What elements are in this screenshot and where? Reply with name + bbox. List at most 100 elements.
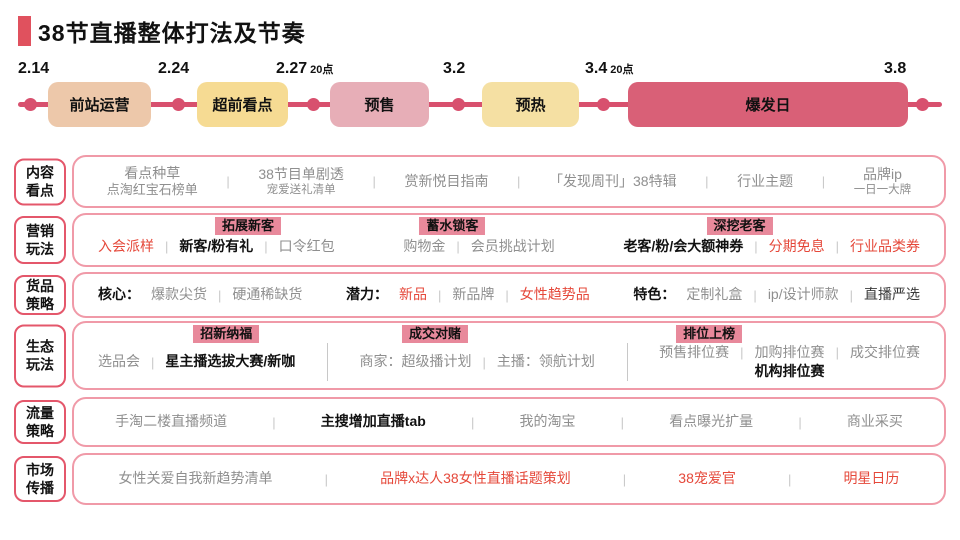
item-line: 特色： 定制礼盒 | ip/设计师款 | 直播严选 [633, 286, 920, 304]
item-group: 选品会|星主播选拔大赛/新咖 [98, 353, 295, 371]
item: 「发现周刊」38特辑 [549, 172, 677, 189]
item: 特色： [633, 286, 676, 303]
item: 选品会 [98, 353, 140, 370]
timeline-phase-预售: 预售 [330, 82, 429, 127]
divider: | [456, 239, 460, 254]
row-content: 手淘二楼直播频道|主搜增加直播tab|我的淘宝|看点曝光扩量|商业采买 [72, 397, 946, 447]
item: 预售排位赛 [659, 344, 730, 360]
item: 行业品类券 [850, 237, 920, 254]
item: 加购排位赛 [754, 344, 825, 360]
item: 38宠爱官 [678, 470, 736, 487]
row-content: 招新纳福成交对赌排位上榜选品会|星主播选拔大赛/新咖商家：超级播计划|主播：领航… [72, 321, 946, 390]
group-divider [626, 343, 628, 381]
slide-header: 38节直播整体打法及节奏 [18, 14, 306, 48]
row-content: 女性关爱自我新趋势清单|品牌x达人38女性直播话题策划|38宠爱官|明星日历 [72, 453, 946, 505]
divider: | [835, 239, 839, 254]
phase-tag: 成交对赌 [402, 325, 469, 343]
row-traffic-strategy: 流量策略手淘二楼直播频道|主搜增加直播tab|我的淘宝|看点曝光扩量|商业采买 [0, 397, 960, 447]
item: 商家：超级播计划 [359, 353, 472, 370]
divider: | [705, 174, 709, 189]
phase-tag: 排位上榜 [676, 325, 743, 343]
item: 主搜增加直播tab [320, 413, 426, 430]
divider: | [324, 471, 329, 487]
divider: | [165, 239, 169, 254]
item: 行业主题 [737, 172, 794, 189]
row-marketing-plays: 营销玩法拓展新客蓄水锁客深挖老客入会派样|新客/粉有礼|口令红包购物金|会员挑战… [0, 213, 960, 267]
timeline-date: 2.24 [158, 60, 190, 77]
item-line: 选品会|星主播选拔大赛/新咖 [98, 353, 295, 371]
timeline-phase-爆发日: 爆发日 [628, 82, 908, 127]
row-label-traffic-strategy: 流量策略 [14, 400, 66, 444]
row-label-marketing-plays: 营销玩法 [14, 216, 66, 264]
timeline-dot [915, 98, 929, 111]
divider: | [798, 414, 802, 430]
divider: | [226, 174, 230, 189]
phase-tag: 拓展新客 [214, 217, 282, 235]
item: 购物金 [403, 237, 446, 254]
item-group: 手淘二楼直播频道|主搜增加直播tab|我的淘宝|看点曝光扩量|商业采买 [98, 413, 920, 431]
item: 星主播选拔大赛/新咖 [165, 353, 296, 370]
item: 我的淘宝 [519, 413, 576, 430]
item: 主播：领航计划 [496, 353, 595, 370]
item: 老客/粉/会大额神券 [623, 237, 744, 254]
timeline-dot [306, 98, 320, 111]
divider: | [849, 287, 853, 303]
item: 定制礼盒 [686, 286, 743, 303]
timeline-date: 3.2 [443, 60, 466, 77]
item: 硬通稀缺货 [232, 286, 303, 303]
divider: | [754, 239, 758, 254]
row-merchandise-strategy: 货品策略核心：爆款尖货|硬通稀缺货潜力：新品|新品牌|女性趋势品特色：定制礼盒|… [0, 272, 960, 318]
divider: | [622, 471, 627, 487]
divider: | [482, 354, 486, 370]
divider: | [470, 414, 475, 430]
phase-tag: 深挖老客 [706, 217, 773, 235]
item: 看点种草点淘红宝石榜单 [106, 164, 198, 198]
item: 女性趋势品 [519, 286, 590, 303]
timeline-dot [171, 98, 185, 111]
item-line: 核心：爆款尖货|硬通稀缺货 [98, 286, 302, 304]
divider: | [372, 174, 376, 189]
timeline-dot [23, 98, 37, 111]
timeline-phase-预热: 预热 [482, 82, 579, 127]
item: 成交排位赛 [849, 344, 920, 360]
item: 赏新悦目指南 [404, 172, 489, 189]
timeline-dot [451, 98, 465, 111]
divider: | [438, 287, 442, 303]
item: 入会派样 [98, 237, 154, 254]
item-line: 潜力：新品|新品牌|女性趋势品 [346, 286, 590, 304]
item: ip/设计师款 [767, 286, 839, 303]
item: 口令红包 [278, 237, 335, 254]
item-line: 老客/粉/会大额神券 | 分期免息 | 行业品类券 [623, 238, 920, 256]
divider: | [753, 287, 757, 303]
item-group: 入会派样|新客/粉有礼|口令红包 [98, 238, 335, 256]
timeline-phase-前站运营: 前站运营 [48, 82, 151, 127]
item: 品牌x达人38女性直播话题策划 [380, 470, 571, 487]
row-content-highlights: 内容看点看点种草点淘红宝石榜单|38节目单剧透宠爱送礼清单|赏新悦目指南|「发现… [0, 155, 960, 208]
item-group: 预售排位赛 | 加购排位赛 | 成交排位赛机构排位赛 [659, 344, 920, 380]
divider: | [835, 345, 839, 361]
divider: | [620, 414, 625, 430]
item: 商业采买 [846, 413, 903, 430]
item-line: 看点种草点淘红宝石榜单|38节目单剧透宠爱送礼清单|赏新悦目指南|「发现周刊」3… [98, 165, 920, 199]
title-accent-bar [18, 16, 31, 46]
item: 爆款尖货 [151, 286, 207, 303]
item-line: 预售排位赛 | 加购排位赛 | 成交排位赛 [659, 344, 920, 362]
item: 女性关爱自我新趋势清单 [118, 470, 273, 487]
item-line: 手淘二楼直播频道|主搜增加直播tab|我的淘宝|看点曝光扩量|商业采买 [98, 413, 920, 431]
row-content: 拓展新客蓄水锁客深挖老客入会派样|新客/粉有礼|口令红包购物金|会员挑战计划老客… [72, 213, 946, 267]
item: 分期免息 [768, 237, 825, 254]
divider: | [740, 345, 744, 361]
divider: | [505, 287, 509, 303]
item: 机构排位赛 [754, 362, 825, 379]
item-group: 潜力：新品|新品牌|女性趋势品 [346, 286, 590, 304]
item-group: 特色： 定制礼盒 | ip/设计师款 | 直播严选 [633, 286, 920, 304]
item: 直播严选 [864, 286, 920, 303]
phase-tag: 蓄水锁客 [419, 217, 486, 235]
group-divider [326, 343, 328, 381]
row-label-merchandise-strategy: 货品策略 [14, 275, 66, 315]
item-group: 看点种草点淘红宝石榜单|38节目单剧透宠爱送礼清单|赏新悦目指南|「发现周刊」3… [98, 165, 920, 199]
divider: | [264, 239, 268, 254]
item-line: 商家：超级播计划 | 主播：领航计划 [360, 353, 595, 371]
item: 明星日历 [843, 470, 900, 487]
